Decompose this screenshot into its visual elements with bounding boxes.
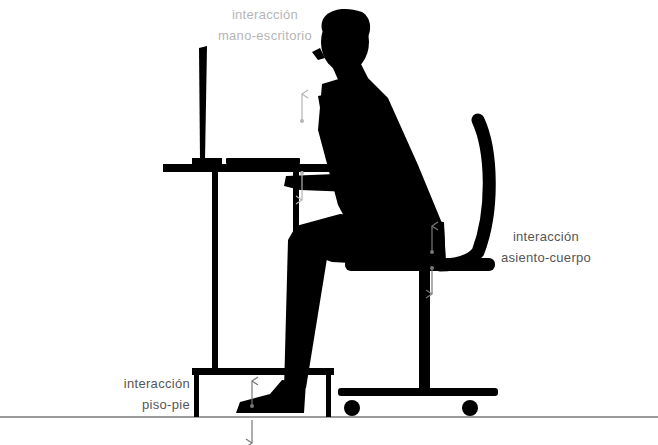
interaction-label: interacción mano-escritorio xyxy=(215,4,315,46)
arrow-dot xyxy=(430,266,434,270)
chair-stem xyxy=(419,270,430,390)
chair-base xyxy=(338,388,498,396)
footrest-leg xyxy=(194,375,199,417)
person-nose xyxy=(312,48,325,60)
footrest-leg xyxy=(326,375,331,417)
person-shin xyxy=(284,226,330,390)
force-arrow xyxy=(301,94,302,121)
person-hair xyxy=(322,9,371,42)
monitor xyxy=(199,46,207,160)
arrow-dot xyxy=(430,250,434,254)
chair-backrest xyxy=(440,120,489,265)
arrow-dot xyxy=(300,119,304,123)
force-arrow xyxy=(301,173,302,200)
person-foot xyxy=(236,380,306,413)
footrest-top xyxy=(192,368,334,375)
force-arrow xyxy=(431,226,432,252)
person-forearm xyxy=(284,174,356,192)
force-arrow xyxy=(431,268,432,294)
desk-top xyxy=(163,164,346,172)
chair-wheel xyxy=(344,400,360,416)
force-arrow xyxy=(251,420,252,443)
keyboard xyxy=(226,158,300,164)
arrow-dot xyxy=(300,171,304,175)
interaction-label: interacción asiento-cuerpo xyxy=(495,226,597,268)
monitor-base xyxy=(192,158,222,164)
chair-wheel xyxy=(462,400,478,416)
arrow-dot xyxy=(250,404,254,408)
desk-leg xyxy=(212,172,218,370)
interaction-label: interacción piso-pie xyxy=(92,373,190,415)
force-arrow xyxy=(251,381,252,406)
